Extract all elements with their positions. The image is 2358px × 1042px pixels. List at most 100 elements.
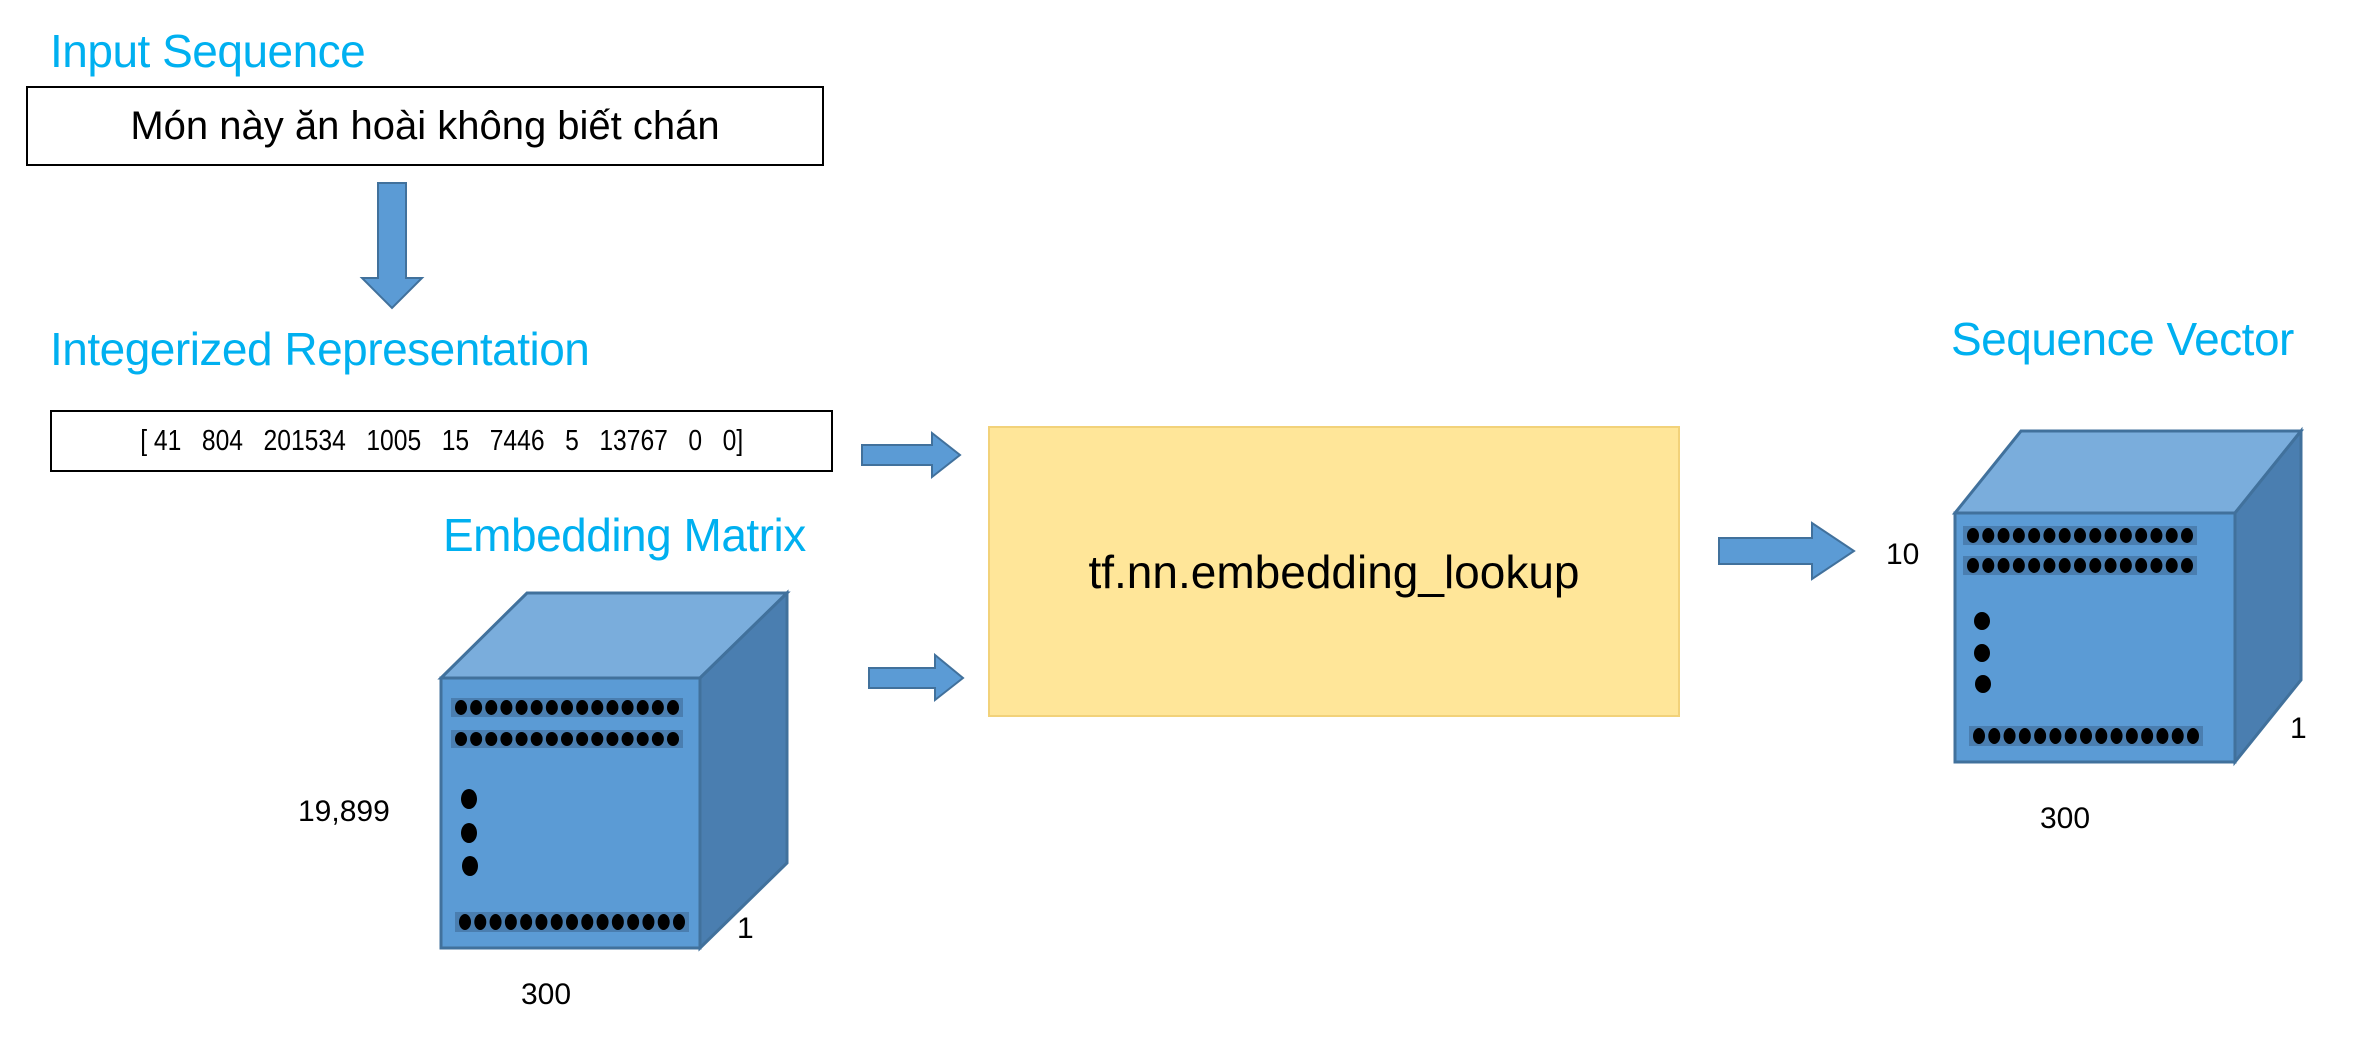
vector-dot (2028, 528, 2041, 543)
input-sequence-box: Món này ăn hoài không biết chán (26, 86, 824, 166)
vector-dot (606, 700, 619, 715)
embedding-matrix-cube (437, 589, 791, 952)
vector-dot (485, 732, 498, 746)
arrow-down-icon (359, 182, 425, 310)
vector-dot (651, 700, 664, 715)
vector-dot (474, 914, 487, 930)
vector-dot (2104, 558, 2117, 573)
vector-dot (535, 914, 548, 930)
vector-dot (459, 914, 471, 930)
ellipsis-dot (1974, 612, 1990, 630)
vector-dot (2165, 558, 2178, 573)
vector-dot (581, 914, 594, 930)
vector-dot (2049, 728, 2062, 744)
vector-dot (2181, 528, 2193, 543)
vector-dot (1997, 558, 2010, 573)
vector-dot (515, 732, 528, 746)
vector-dot (2028, 558, 2041, 573)
vector-dot (550, 914, 563, 930)
vector-dot (2058, 558, 2071, 573)
vector-dot (621, 700, 634, 715)
vector-dot (606, 732, 619, 746)
vector-dot (2012, 558, 2025, 573)
vector-dot (1982, 558, 1995, 573)
ellipsis-dot (461, 789, 477, 809)
vector-dot (2125, 728, 2138, 744)
vector-dot (2104, 528, 2117, 543)
vector-dot (651, 732, 664, 746)
vector-dot (2171, 728, 2184, 744)
integerized-representation-box: [ 41 804 201534 1005 15 7446 5 13767 0 0… (50, 410, 833, 472)
input-sequence-text: Món này ăn hoài không biết chán (130, 103, 720, 148)
vector-dot (2141, 728, 2154, 744)
vector-dot (470, 732, 483, 746)
vector-row-strip (1963, 556, 2197, 575)
embedding-depth-label: 1 (737, 912, 754, 945)
embedding-cols-label: 300 (521, 978, 572, 1011)
embedding-rows-label: 19,899 (298, 795, 390, 828)
vector-dot (2003, 728, 2016, 744)
vector-dot (2043, 558, 2056, 573)
vector-dot (455, 700, 467, 715)
vector-dot (621, 732, 634, 746)
ellipsis-dot (1975, 675, 1991, 693)
sequence-vector-cube (1951, 426, 2305, 767)
vector-dot (642, 914, 655, 930)
vector-dot (2058, 528, 2071, 543)
vector-dot (576, 700, 589, 715)
vector-dot (1982, 528, 1995, 543)
vector-dot (500, 700, 513, 715)
vector-dot (2110, 728, 2123, 744)
integerized-representation-text: [ 41 804 201534 1005 15 7446 5 13767 0 0… (139, 424, 744, 457)
vector-dot (2156, 728, 2169, 744)
vector-dot (470, 700, 483, 715)
embedding-matrix-title: Embedding Matrix (443, 509, 806, 561)
vector-row-strip (1969, 726, 2203, 746)
sequence-rows-label: 10 (1886, 538, 1920, 571)
vector-dot (1967, 558, 1979, 573)
vector-dot (530, 732, 543, 746)
vector-dot (2043, 528, 2056, 543)
vector-dot (2080, 728, 2092, 744)
vector-dot (596, 914, 609, 930)
ellipsis-dot (462, 856, 478, 876)
embedding-lookup-box: tf.nn.embedding_lookup (988, 426, 1680, 717)
vector-dot (1997, 528, 2010, 543)
ellipsis-dot (1974, 644, 1990, 662)
sequence-depth-label: 1 (2290, 712, 2307, 745)
vector-dot (1973, 728, 1985, 744)
vector-dot (561, 700, 573, 715)
cube-front-face (1953, 511, 2237, 764)
ellipsis-dot (461, 823, 477, 843)
vector-dot (2089, 528, 2102, 543)
vector-dot (2074, 558, 2086, 573)
vector-dot (636, 732, 649, 746)
vector-dot (576, 732, 589, 746)
embedding-lookup-text: tf.nn.embedding_lookup (1088, 545, 1580, 598)
sequence-cols-label: 300 (2040, 802, 2091, 835)
vector-dot (545, 700, 558, 715)
vector-dot (2135, 558, 2148, 573)
vector-dot (667, 732, 679, 746)
vector-dot (561, 732, 573, 746)
vector-dot (627, 914, 640, 930)
vector-dot (2187, 728, 2199, 744)
vector-dot (2034, 728, 2047, 744)
input-sequence-title: Input Sequence (50, 25, 366, 77)
vector-dot (657, 914, 670, 930)
cube-front-face (439, 676, 702, 950)
arrow-right-icon (1718, 521, 1856, 581)
vector-dot (485, 700, 498, 715)
vector-dot (2074, 528, 2086, 543)
vector-dot (2119, 528, 2132, 543)
vector-dot (500, 732, 513, 746)
vector-dot (2135, 528, 2148, 543)
vector-dot (566, 914, 578, 930)
vector-row-strip (455, 912, 689, 932)
arrow-right-icon (861, 430, 962, 480)
vector-row-strip (451, 730, 683, 748)
vector-dot (504, 914, 517, 930)
vector-dot (2064, 728, 2077, 744)
vector-dot (591, 700, 604, 715)
vector-dot (2150, 528, 2163, 543)
